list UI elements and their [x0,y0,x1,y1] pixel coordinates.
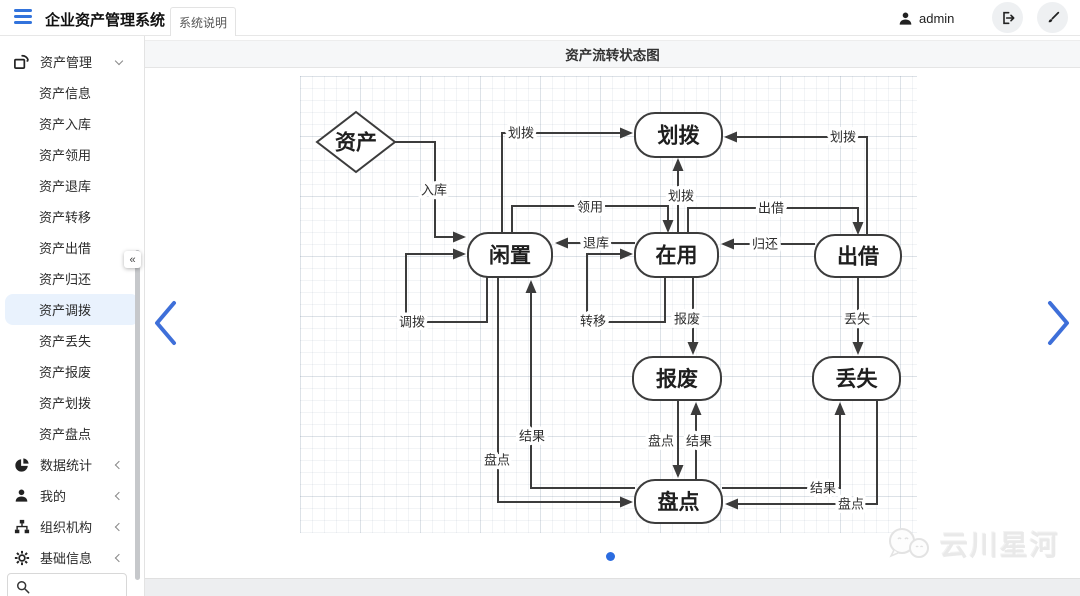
sidebar-item[interactable]: 资产划拨 [39,396,92,411]
sidebar-menu: 资产管理 资产信息资产入库资产领用资产退库资产转移资产出借资产归还资产调拨资产丢… [0,36,144,573]
carousel-prev-button[interactable] [152,300,180,346]
user-icon [899,12,912,25]
sidebar-group-label: 基础信息 [40,551,93,566]
search-icon [17,581,30,594]
hamburger-menu-icon[interactable] [14,9,34,27]
top-navbar: 企业资产管理系统 系统说明 admin [0,0,1080,36]
sidebar-item[interactable]: 资产信息 [39,86,92,101]
sidebar-item[interactable]: 资产归还 [39,272,92,287]
user-info[interactable]: admin [898,0,954,36]
chevron-left-icon [114,460,124,470]
chevron-left-icon [114,553,124,563]
tab-system-description[interactable]: 系统说明 [170,7,236,36]
sidebar-item[interactable]: 资产退库 [39,179,92,194]
sidebar-group-basic-info[interactable]: 基础信息 [0,542,144,573]
sidebar-item[interactable]: 资产出借 [39,241,92,256]
diagram-canvas [300,76,917,533]
sidebar-scrollbar[interactable] [135,250,140,580]
username: admin [919,10,955,26]
theme-brush-button[interactable] [1037,2,1068,33]
chevron-left-icon [114,522,124,532]
sidebar-group-mine[interactable]: 我的 [0,480,144,511]
sidebar-group-label: 组织机构 [40,520,93,535]
user-icon [13,487,30,504]
sidebar-group-label: 资产管理 [40,55,93,70]
sidebar-group-organization[interactable]: 组织机构 [0,511,144,542]
sidebar-item[interactable]: 资产调拨 [5,294,139,325]
sidebar: 资产管理 资产信息资产入库资产领用资产退库资产转移资产出借资产归还资产调拨资产丢… [0,36,145,596]
sidebar-item[interactable]: 资产入库 [39,117,92,132]
pie-chart-icon [13,456,30,473]
sidebar-item[interactable]: 资产转移 [39,210,92,225]
sidebar-item[interactable]: 资产领用 [39,148,92,163]
sidebar-group-asset-management[interactable]: 资产管理 [0,46,144,77]
sidebar-collapse-button[interactable]: « [124,251,141,268]
org-chart-icon [13,518,30,535]
sidebar-submenu: 资产信息资产入库资产领用资产退库资产转移资产出借资产归还资产调拨资产丢失资产报废… [0,77,144,449]
sidebar-search-input[interactable] [7,573,127,596]
sidebar-group-label: 我的 [40,489,67,504]
carousel-next-button[interactable] [1044,300,1072,346]
logout-button[interactable] [992,2,1023,33]
main-content [145,68,1080,578]
sidebar-item[interactable]: 资产报废 [39,365,92,380]
brush-icon [1048,11,1059,22]
watermark-text: 云川星河 [940,530,1061,561]
sidebar-item[interactable]: 资产丢失 [39,334,92,349]
carousel-dot[interactable] [606,552,615,561]
asset-management-icon [13,53,30,70]
logout-icon [1002,11,1014,24]
watermark-logo-icon [889,528,929,558]
chevron-down-icon [114,56,124,66]
sidebar-item[interactable]: 资产盘点 [39,427,92,442]
sidebar-group-label: 数据统计 [40,458,93,473]
bottom-scrollbar-track[interactable] [145,578,1080,596]
page-title: 资产流转状态图 [145,40,1080,68]
gear-icon [13,549,30,566]
sidebar-group-statistics[interactable]: 数据统计 [0,449,144,480]
watermark: 云川星河 [884,523,1060,565]
chevron-left-icon [114,491,124,501]
app-title: 企业资产管理系统 [45,12,166,29]
